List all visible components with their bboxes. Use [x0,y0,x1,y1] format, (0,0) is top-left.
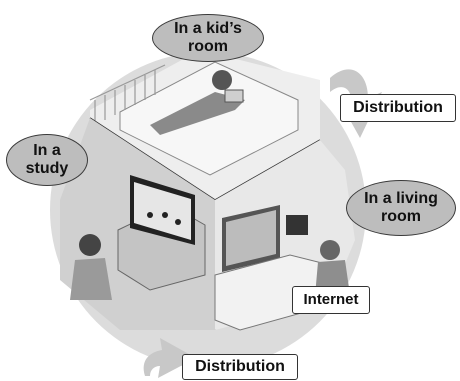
internet-label: Internet [292,286,370,314]
living-room-line2: room [381,208,421,225]
study-line2: study [25,160,69,177]
study-viewer-body [70,258,112,300]
study-viewer-head [79,234,101,256]
arrow-bottom [143,338,196,378]
study-line1: In a [33,141,61,159]
kid-device [224,89,244,103]
living-box [286,215,308,235]
kid-head [212,70,232,90]
kids-room-line2: room [188,38,228,55]
kid-body [150,92,245,135]
distribution-bottom-label: Distribution [182,354,298,380]
study-label: In a study [6,134,88,186]
study-tv-screen [134,182,191,240]
living-room-label: In a living room [346,180,456,236]
kids-room-label: In a kid’s room [152,14,264,62]
living-tv-screen [226,210,276,266]
kids-room-line1: In a kid’s [174,19,242,37]
distribution-top-label: Distribution [340,94,456,122]
living-viewer-head [320,240,340,260]
bed-rails [89,64,166,125]
living-room-line1: In a living [364,189,438,207]
